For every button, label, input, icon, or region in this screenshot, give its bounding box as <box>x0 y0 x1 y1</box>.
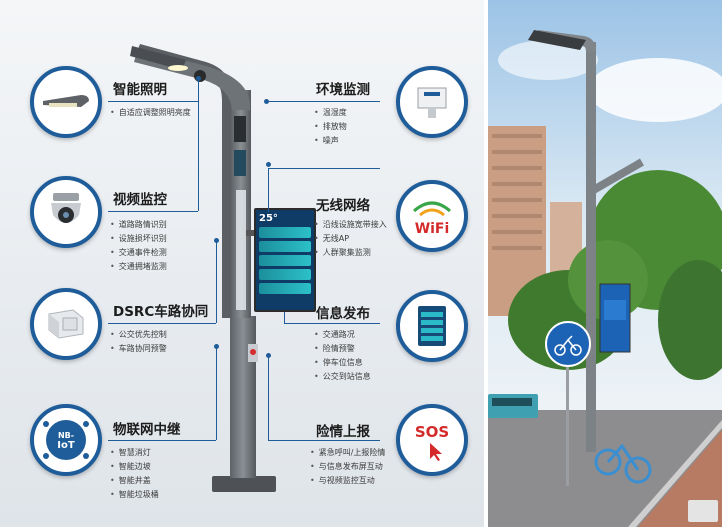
list-item: 险情预警 <box>314 342 371 356</box>
list-item: 人群聚集监测 <box>314 246 387 260</box>
wifi-icon: WiFi <box>396 180 468 252</box>
feature-title-video: 视频监控 <box>113 192 167 208</box>
screen-row <box>259 269 311 280</box>
feature-title-wireless: 无线网络 <box>316 198 370 214</box>
list-item: 公交优先控制 <box>110 328 167 342</box>
list-item: 交通事件检测 <box>110 246 167 260</box>
connector-dot <box>214 238 219 243</box>
feature-list-lighting: 自适应调整照明亮度 <box>110 106 191 120</box>
connector-line <box>268 168 270 212</box>
feature-title-iot: 物联网中继 <box>113 422 181 438</box>
list-item: 智慧消灯 <box>110 446 159 460</box>
connector-line <box>108 101 198 103</box>
connector-dot <box>266 353 271 358</box>
feature-list-environment: 温湿度 排放物 噪声 <box>314 106 347 148</box>
planter <box>688 500 718 522</box>
feature-title-lighting: 智能照明 <box>113 82 167 98</box>
wifi-badge-text: WiFi <box>415 221 450 237</box>
feature-title-environment: 环境监测 <box>316 82 370 98</box>
feature-list-video: 道路路情识别 设施损坏识别 交通事件检测 交通拥堵监测 <box>110 218 167 274</box>
sign-post <box>566 356 569 486</box>
nb-iot-icon: NB- IoT <box>30 404 102 476</box>
sos-icon: SOS <box>396 404 468 476</box>
connector-line <box>198 86 200 211</box>
connector-line <box>108 211 198 213</box>
feature-list-emergency: 紧急呼叫/上报险情 与信息发布屏互动 与视频监控互动 <box>310 446 386 488</box>
list-item: 噪声 <box>314 134 347 148</box>
connector-line <box>284 312 286 323</box>
dome-camera-icon <box>30 176 102 248</box>
connector-line <box>108 440 216 442</box>
connector-dot <box>196 76 201 81</box>
list-item: 交通拥堵监测 <box>110 260 167 274</box>
list-item: 智能井盖 <box>110 474 159 488</box>
nb-iot-badge-line2: IoT <box>57 440 75 451</box>
feature-list-iot: 智慧消灯 智能边坡 智能井盖 智能垃圾桶 <box>110 446 159 502</box>
list-item: 智能边坡 <box>110 460 159 474</box>
connector-line <box>268 168 380 170</box>
list-item: 设施损坏识别 <box>110 232 167 246</box>
screen-row <box>259 255 311 266</box>
connector-line <box>284 323 380 325</box>
pole-info-screen: 25° <box>254 208 316 312</box>
connector-line <box>268 356 270 440</box>
list-item: 沿线设施宽带接入 <box>314 218 387 232</box>
connector-dot <box>266 162 271 167</box>
environment-sensor-icon <box>396 66 468 138</box>
bicycle <box>594 448 622 476</box>
list-item: 与视频监控互动 <box>310 474 385 488</box>
screen-row <box>259 283 311 294</box>
connector-line <box>108 323 216 325</box>
screen-temperature: 25° <box>259 213 278 224</box>
feature-title-dsrc: DSRC车路协同 <box>113 304 209 320</box>
list-item: 停车位信息 <box>314 356 371 370</box>
screen-row <box>259 227 311 238</box>
feature-title-emergency: 险情上报 <box>316 424 370 440</box>
list-item: 温湿度 <box>314 106 347 120</box>
feature-list-wireless: 沿线设施宽带接入 无线AP 人群聚集监测 <box>314 218 387 260</box>
bike-lane-sign <box>545 321 591 367</box>
screen-row <box>259 241 311 252</box>
connector-dot <box>264 99 269 104</box>
connector-line <box>216 346 218 440</box>
list-item: 智能垃圾桶 <box>110 488 159 502</box>
street-pole <box>586 42 596 452</box>
info-screen-icon <box>396 290 468 362</box>
list-item: 自适应调整照明亮度 <box>110 106 191 120</box>
list-item: 道路路情识别 <box>110 218 167 232</box>
list-item: 排放物 <box>314 120 347 134</box>
dsrc-device-icon <box>30 288 102 360</box>
sos-badge-text: SOS <box>415 423 449 441</box>
list-item: 与信息发布屏互动 <box>310 460 385 474</box>
street-photo <box>488 0 722 527</box>
connector-line <box>268 440 380 442</box>
list-item: 无线AP <box>314 232 387 246</box>
feature-list-dsrc: 公交优先控制 车路协同预警 <box>110 328 167 356</box>
nb-iot-badge-line1: NB- <box>58 431 74 440</box>
list-item: 紧急呼叫/上报险情 <box>310 446 386 460</box>
infographic-panel: 25° <box>0 0 484 527</box>
list-item: 公交到站信息 <box>314 370 371 384</box>
street-lamp-icon <box>30 66 102 138</box>
list-item: 交通路况 <box>314 328 371 342</box>
connector-line <box>216 240 218 323</box>
feature-title-info: 信息发布 <box>316 306 370 322</box>
connector-dot <box>214 344 219 349</box>
connector-line <box>268 101 380 103</box>
feature-list-info: 交通路况 险情预警 停车位信息 公交到站信息 <box>314 328 371 384</box>
list-item: 车路协同预警 <box>110 342 167 356</box>
